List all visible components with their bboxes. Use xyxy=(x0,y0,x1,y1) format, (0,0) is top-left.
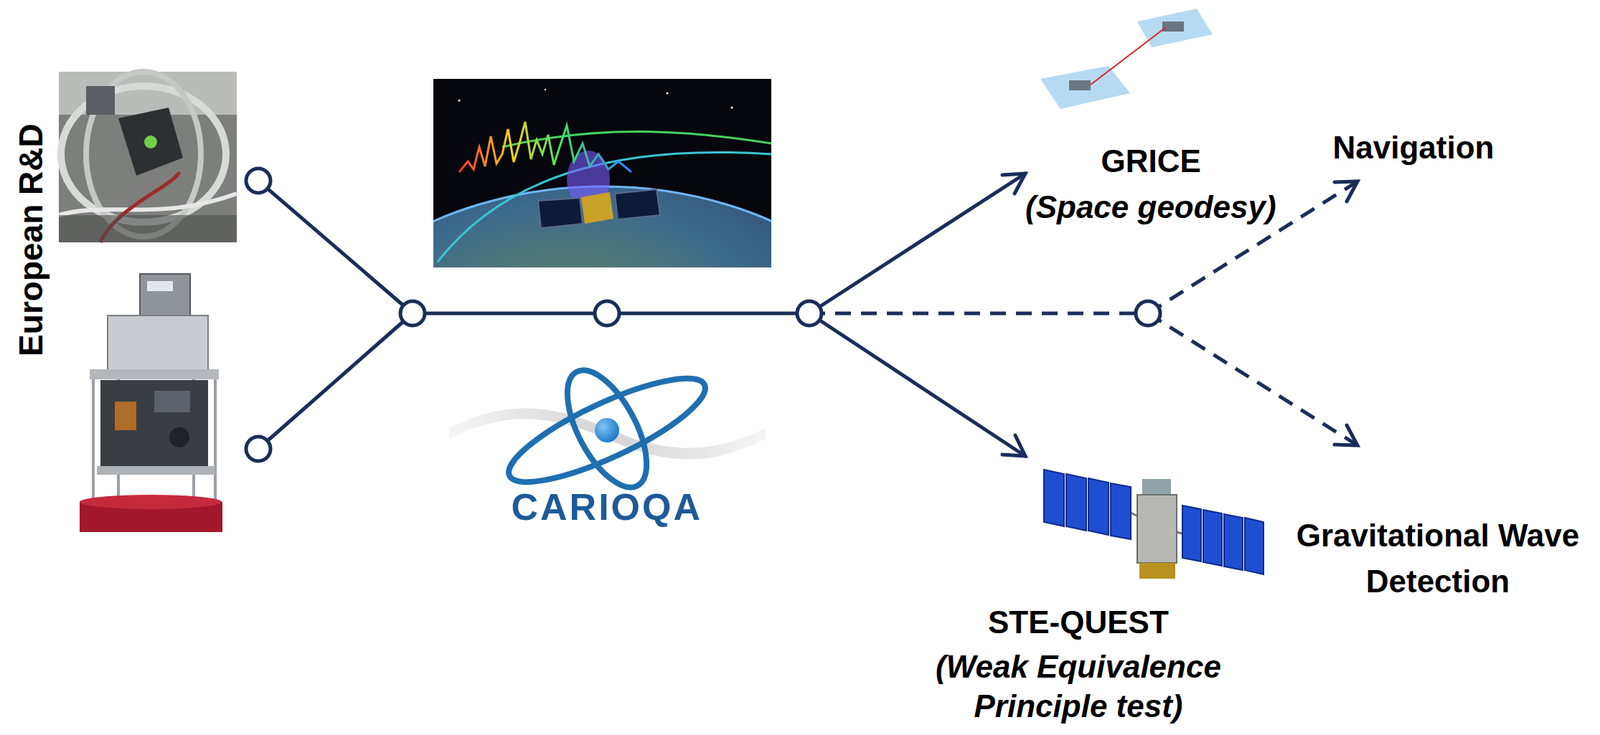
solar-panel xyxy=(1043,469,1065,527)
support-rod xyxy=(91,373,95,506)
satellite-body xyxy=(1137,495,1177,564)
optics-mount xyxy=(86,86,115,115)
solar-panel xyxy=(1224,514,1243,571)
optics-block xyxy=(118,107,183,176)
mounting-plate xyxy=(96,466,216,475)
mounting-plate xyxy=(89,369,219,380)
star xyxy=(666,92,669,95)
mission-subtitle: (Weak Equivalence Principle test) xyxy=(909,647,1247,727)
red-base-top xyxy=(79,495,222,510)
logo-atom xyxy=(594,418,620,443)
arrowhead xyxy=(1334,181,1358,202)
application-label: Gravitational Wave Detection xyxy=(1280,513,1596,605)
solar-panel xyxy=(1244,518,1264,575)
vacuum-chamber xyxy=(107,315,209,374)
satellite-base xyxy=(1139,563,1176,580)
milestone-circle xyxy=(1135,301,1161,326)
gravity-signal xyxy=(459,121,632,173)
mission-name: GRICE xyxy=(1101,142,1202,181)
solar-panel xyxy=(1066,474,1087,531)
satellite-top xyxy=(1142,479,1171,497)
star xyxy=(458,99,461,102)
solar-panel xyxy=(614,189,661,220)
electronics-box xyxy=(154,391,191,413)
metal-ring xyxy=(86,71,201,237)
arrowhead xyxy=(1334,425,1358,446)
earth xyxy=(433,186,772,268)
instrument xyxy=(1069,80,1091,91)
laser-spot xyxy=(144,135,158,149)
logo-text: CARIOQA xyxy=(511,485,704,530)
milestone-circle xyxy=(594,301,620,326)
roadmap-arrow xyxy=(809,313,1026,457)
connector xyxy=(169,427,190,448)
sticker xyxy=(147,281,173,292)
orbit-line xyxy=(502,132,772,148)
top-module xyxy=(139,274,191,319)
star xyxy=(731,106,734,110)
logo-ribbon xyxy=(449,408,766,460)
satellite-body xyxy=(581,192,614,224)
arrowhead xyxy=(1002,173,1026,194)
solar-panel xyxy=(1203,510,1222,567)
mission-name: STE-QUEST xyxy=(987,604,1169,643)
roadmap-line xyxy=(258,313,413,450)
solar-panel xyxy=(1088,478,1109,536)
spacecraft xyxy=(1040,66,1131,110)
photo-shadow xyxy=(58,215,237,243)
application-label: Navigation xyxy=(1333,129,1495,168)
roadmap-line xyxy=(258,180,413,314)
electronics xyxy=(100,380,209,467)
arrowhead xyxy=(1002,435,1026,457)
solar-panel xyxy=(1110,483,1131,540)
lab-photo xyxy=(58,71,237,243)
milestone-circle xyxy=(797,301,822,326)
side-label: European R&D xyxy=(10,123,51,357)
milestone-circle xyxy=(400,301,425,326)
solar-panel xyxy=(538,198,583,229)
support-rod xyxy=(213,373,217,506)
roadmap-dashed-line xyxy=(809,312,1148,316)
coil xyxy=(114,401,137,431)
spacecraft xyxy=(1137,8,1213,48)
roadmap-dashed-arrow xyxy=(1147,313,1358,446)
roadmap-arrow xyxy=(809,173,1026,314)
mission-subtitle: (Space geodesy) xyxy=(1025,188,1277,227)
instrument xyxy=(1162,21,1184,32)
milestone-circle xyxy=(246,436,271,462)
solar-panel xyxy=(1182,505,1202,562)
laser-link xyxy=(1090,27,1166,85)
star xyxy=(544,88,547,91)
milestone-circle xyxy=(246,168,271,194)
logo-orbit xyxy=(551,358,663,500)
